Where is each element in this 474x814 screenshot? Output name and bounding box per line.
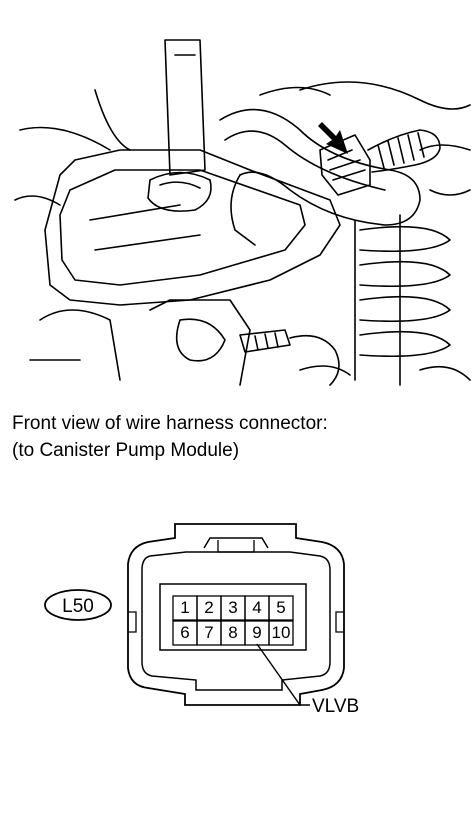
pin-6: 6 [180, 623, 189, 642]
pin-9: 9 [252, 623, 261, 642]
engine-bay-illustration [14, 39, 471, 386]
pin-8: 8 [228, 623, 237, 642]
pin-1: 1 [180, 598, 189, 617]
pin-cell-5 [268, 595, 294, 621]
pin-10: 10 [272, 623, 291, 642]
callout-leader-line [256, 643, 310, 706]
pin-cell-10 [268, 620, 294, 646]
connector-id-oval [44, 589, 112, 621]
connector-id-label: L50 [62, 596, 94, 617]
pin-4: 4 [252, 598, 261, 617]
pin-7: 7 [204, 623, 213, 642]
connector-caption: Front view of wire harness connector: (t… [12, 410, 328, 464]
caption-line-2: (to Canister Pump Module) [12, 440, 240, 461]
caption-line-1: Front view of wire harness connector: [12, 413, 328, 434]
location-arrow-icon [318, 122, 348, 154]
pin-5: 5 [276, 598, 285, 617]
callout-label-vlvb: VLVB [312, 696, 359, 717]
pin-3: 3 [228, 598, 237, 617]
pin-2: 2 [204, 598, 213, 617]
connector-front-view: L50 1 2 3 4 5 6 7 8 9 10 VLVB [44, 523, 359, 717]
